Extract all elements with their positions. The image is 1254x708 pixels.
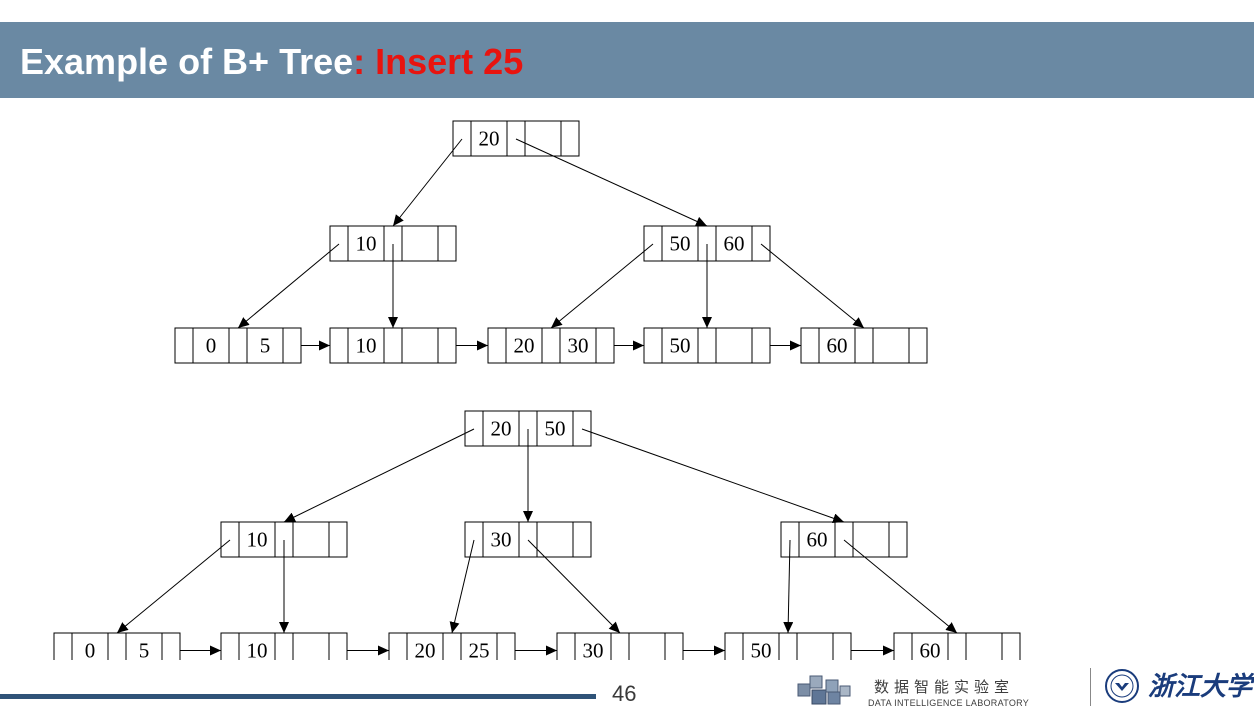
node-key: 20 [479, 127, 500, 151]
node-key: 30 [583, 639, 604, 661]
node-key: 10 [356, 334, 377, 358]
node-key: 5 [139, 639, 150, 661]
node-key: 20 [514, 334, 535, 358]
before-child-edge [760, 243, 865, 329]
after-root-edge [581, 428, 845, 524]
node-key: 25 [469, 639, 490, 661]
before-root-node [452, 120, 580, 157]
node-key: 10 [247, 639, 268, 661]
node-key: 30 [568, 334, 589, 358]
after-internal-node [464, 521, 592, 558]
title-main: Example of B+ Tree [20, 41, 354, 82]
before-child-edge [550, 243, 654, 329]
node-key: 5 [260, 334, 271, 358]
before-leaf-node [800, 327, 928, 364]
after-leaf-node [724, 632, 852, 660]
before-leaf-node [329, 327, 457, 364]
before-root-edge [392, 138, 463, 227]
after-leaf-node [388, 632, 516, 660]
university-seal-icon [1105, 669, 1139, 703]
node-key: 10 [247, 528, 268, 552]
node-key: 60 [827, 334, 848, 358]
lab-name-en: DATA INTELLIGENCE LABORATORY [868, 698, 1030, 708]
before-root-edge [515, 138, 708, 227]
after-child-edge [527, 539, 621, 634]
node-key: 50 [545, 417, 566, 441]
university-name: 浙江大学 [1148, 672, 1253, 702]
node-key: 50 [670, 232, 691, 256]
node-key: 30 [491, 528, 512, 552]
after-leaf-node [220, 632, 348, 660]
before-leaf-node [487, 327, 615, 364]
node-key: 50 [670, 334, 691, 358]
after-child-edge [116, 539, 231, 634]
after-child-edge [783, 539, 794, 634]
node-key: 0 [206, 334, 217, 358]
after-leaf-node [556, 632, 684, 660]
bplus-tree-diagram: 20 10 50 60 0 5 10 20 30 50 60 20 50 10 30 60 0 5 10 20 25 30… [53, 120, 1021, 661]
after-leaf-node [893, 632, 1021, 660]
after-child-edge [843, 539, 958, 634]
footer-line [0, 694, 596, 699]
node-key: 60 [920, 639, 941, 661]
node-key: 20 [491, 417, 512, 441]
after-root-edge [283, 428, 475, 523]
node-key: 10 [356, 232, 377, 256]
page-number: 46 [612, 681, 637, 706]
node-key: 60 [724, 232, 745, 256]
title-bar: Example of B+ Tree: Insert 25 [0, 22, 1254, 98]
slide-title: Example of B+ Tree: Insert 25 [20, 22, 523, 98]
node-key: 0 [85, 639, 96, 661]
before-leaf-node [174, 327, 302, 364]
title-accent: : Insert 25 [353, 41, 524, 82]
after-internal-node [780, 521, 908, 558]
node-key: 60 [807, 528, 828, 552]
before-leaf-node [643, 327, 771, 364]
node-key: 20 [415, 639, 436, 661]
logo-separator [1090, 668, 1091, 706]
cube-cluster-icon [797, 675, 851, 705]
lab-name-cn: 数据智能实验室 [874, 678, 1015, 696]
node-key: 50 [751, 639, 772, 661]
before-child-edge [237, 243, 340, 329]
after-child-edge [449, 539, 475, 634]
after-leaf-node [53, 632, 181, 660]
